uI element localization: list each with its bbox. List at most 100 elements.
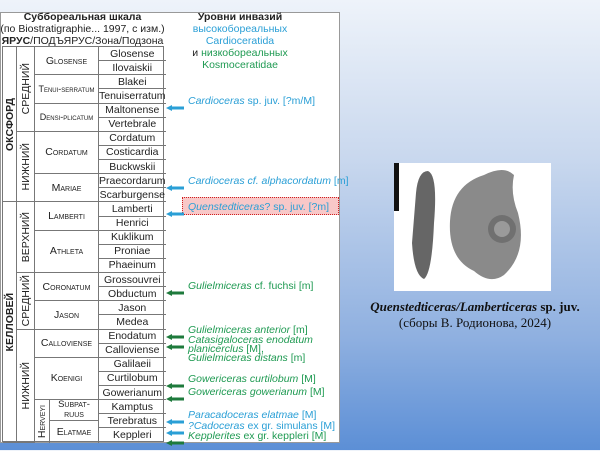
subzone-henrici: Henrici <box>99 217 166 231</box>
invasion-annotation: Kepplerites ex gr. keppleri [M] <box>188 430 327 442</box>
subzone-proniae: Proniae <box>99 245 166 259</box>
invasion-subboreal: низкобореальных <box>201 47 288 59</box>
subzone-gowerianum: Gowerianum <box>99 386 166 401</box>
caption-taxon: Quenstedticeras/Lamberticeras <box>370 299 538 314</box>
taxon-note: [m] <box>331 175 349 187</box>
caption-credit: (сборы В. Родионова, 2024) <box>398 315 552 330</box>
subzone-phaeinum: Phaeinum <box>99 259 166 273</box>
invasion-annotation: Gulielmiceras distans [m] <box>188 353 305 364</box>
arrow-left-icon <box>166 204 184 217</box>
invasion-and: и <box>192 47 199 59</box>
scale-header: Суббореальная шкала (по Biostratigraphie… <box>0 11 165 47</box>
invasion-annotation: Cardioceras sp. juv. [?m/M] <box>188 95 316 107</box>
taxon-note: [M] <box>307 386 325 398</box>
invasion-title: Уровни инвазий <box>197 11 283 23</box>
invasion-annotation: Quenstedticeras? sp. juv. [?m] <box>188 201 329 213</box>
subzone-kamptus: Kamptus <box>99 400 166 415</box>
substage: СРЕДНИЙ <box>17 47 35 132</box>
taxon-name: ?Cadoceras <box>188 420 245 432</box>
taxon-name: Quenstedticeras <box>188 201 265 213</box>
taxon-name: Gowericeras gowerianum <box>188 386 308 398</box>
invasion-kosmoceratidae: Kosmoceratidae <box>202 59 278 71</box>
substage: НИЖНИЙ <box>17 131 35 203</box>
arrow-left-icon <box>166 376 184 389</box>
arrow-left-icon <box>166 423 184 436</box>
zone: Mariae <box>35 174 99 203</box>
zone: Densi-plicatum <box>35 103 99 132</box>
subzone-group: Elatmae <box>56 425 92 438</box>
taxon-note: [M] <box>298 409 317 421</box>
zone: Lamberti <box>35 202 99 231</box>
scale-levels: ЯРУС/ПОДЪЯРУС/Зона/Подзона <box>0 35 165 47</box>
stage-label: ЯРУС <box>1 35 31 47</box>
arrow-left-icon <box>166 337 184 350</box>
substage: СРЕДНИЙ <box>17 273 35 330</box>
taxon-name: Gulielmiceras <box>188 280 252 292</box>
stratigraphy-panel <box>0 12 340 443</box>
substage: НИЖНИЙ <box>17 329 35 443</box>
herveyi-zone: Herveyi Subpat-ruus Elatmae <box>35 400 99 443</box>
subzone-enodatum: Enodatum <box>99 330 166 344</box>
scale-title: Суббореальная шкала <box>23 11 142 23</box>
stage-oxford: ОКСФОРД <box>3 47 17 203</box>
taxon-name: Cardioceras <box>188 95 245 107</box>
taxon-note: [m] <box>290 324 308 336</box>
ammonite-side-view <box>412 171 436 279</box>
zone: Athleta <box>35 230 99 273</box>
substage: ВЕРХНИЙ <box>17 202 35 273</box>
levels-label: /ПОДЪЯРУС/Зона/Подзона <box>30 35 164 47</box>
taxon-name: planicerclus <box>188 343 244 355</box>
zone: Cordatum <box>35 131 99 175</box>
invasion-cardioceratida: Cardioceratida <box>205 35 275 47</box>
subzone-tenuiserratum: Tenuiserratum <box>99 89 166 104</box>
subzone-scarburgense: Scarburgense <box>99 188 166 203</box>
subzone-blakei: Blakei <box>99 75 166 90</box>
taxon-note: sp. juv. [?m/M] <box>244 95 316 107</box>
zone: Glosense <box>35 47 99 76</box>
subzone-lamberti: Lamberti <box>99 202 166 217</box>
invasion-annotation: Gowericeras curtilobum [M] <box>188 374 316 385</box>
zone: Jason <box>35 301 99 330</box>
invasion-annotation: Paracadoceras elatmae [M] <box>188 409 317 421</box>
taxon-note: ex gr. simulans [M] <box>244 420 336 432</box>
arrow-left-icon <box>166 389 184 402</box>
subzone-glosense: Glosense <box>99 47 166 62</box>
stratigraphic-table: ОКСФОРД КЕЛЛОВЕЙ СРЕДНИЙ НИЖНИЙ ВЕРХНИЙ … <box>2 46 166 443</box>
zone: Calloviense <box>35 329 99 358</box>
invasion-annotation: Gulielmiceras cf. fuchsi [m] <box>188 280 314 292</box>
subzone-curtilobum: Curtilobum <box>99 372 166 386</box>
highlight-box <box>182 197 339 215</box>
arrow-left-icon <box>166 433 184 446</box>
invasion-header: Уровни инвазий высокобореальных Cardioce… <box>170 11 310 71</box>
subzone-ilovaiskii: Ilovaiskii <box>99 61 166 76</box>
subzone-costicardia: Costicardia <box>99 146 166 160</box>
taxon-note: [M], <box>243 343 264 355</box>
subzone-jason: Jason <box>99 301 166 316</box>
subzone-buckwskii: Buckwskii <box>99 160 166 175</box>
taxon-note: ex gr. keppleri [M] <box>240 430 327 442</box>
taxon-name: Cardioceras cf. alphacordatum <box>188 175 331 187</box>
taxon-name: Paracadoceras elatmae <box>188 409 299 421</box>
zone: Coronatum <box>35 273 99 302</box>
zone: Koenigi <box>35 357 99 401</box>
ammonite-lateral-view <box>449 170 521 280</box>
invasion-boreal: высокобореальных <box>192 23 288 35</box>
caption-title: Quenstedticeras/Lamberticeras sp. juv. <box>340 299 600 315</box>
subzone-obductum: Obductum <box>99 287 166 302</box>
zone-herveyi: Herveyi <box>35 400 50 443</box>
arrow-left-icon <box>166 327 184 340</box>
taxon-name: Catasigaloceras enodatum <box>188 334 313 346</box>
subzone-galilaeii: Galilaeii <box>99 358 166 372</box>
stage-callovian: КЕЛЛОВЕЙ <box>3 202 17 443</box>
invasion-annotation: Gowericeras gowerianum [M] <box>188 386 325 398</box>
invasion-annotation: planicerclus [M], <box>188 343 264 355</box>
taxon-note: cf. fuchsi [m] <box>251 280 314 292</box>
scale-source: (по Biostratigraphie... 1997, с изм.) <box>0 23 165 35</box>
scale-bar <box>394 163 399 211</box>
taxon-name: Gulielmiceras anterior <box>188 324 291 336</box>
subzone-vertebrale: Vertebrale <box>99 118 166 132</box>
caption-suffix: sp. juv. <box>537 299 580 314</box>
subzone-cordatum: Cordatum <box>99 132 166 146</box>
subzone-terebratus: Terebratus <box>99 414 166 429</box>
